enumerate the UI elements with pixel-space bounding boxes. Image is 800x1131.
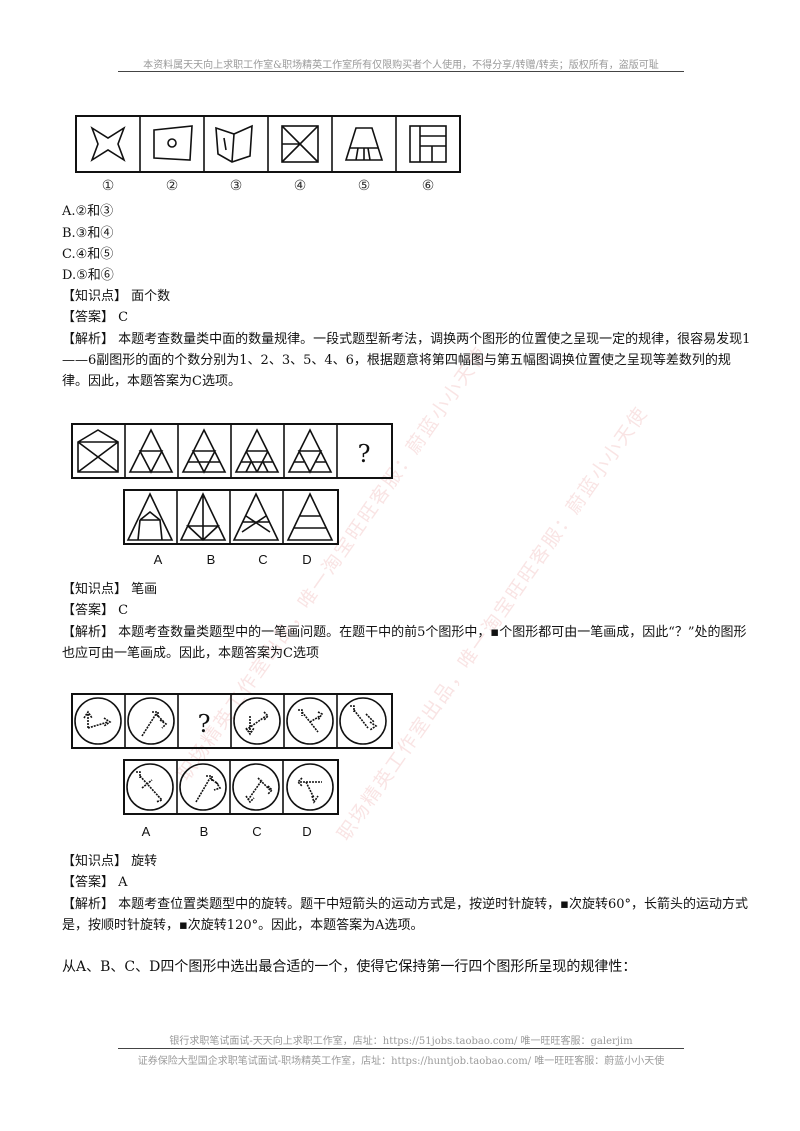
- q1-answer: 【答案】 C: [62, 310, 129, 325]
- q2-analysis: 【解析】 本题考查数量类题型中的一笔画问题。在题干中的前5个图形中，▪个图形都可…: [62, 625, 747, 661]
- choice-a-figure: [126, 492, 174, 541]
- figure-5-shape: [344, 127, 384, 161]
- figure-2-shape: [153, 125, 193, 161]
- stem-figure-1: [77, 429, 119, 473]
- stem-circle-2: [127, 697, 175, 745]
- figure-3-shape: [215, 124, 253, 163]
- choice-d-figure: [286, 492, 334, 541]
- figure-label: ⑥: [422, 178, 435, 194]
- figure-label: ④: [294, 178, 307, 194]
- footer-line-2: 证券保险大型国企求职笔试面试-职场精英工作室，店址：https://huntjo…: [137, 1056, 665, 1067]
- q1-option-a: A.②和③: [62, 204, 114, 219]
- q2-answer: 【答案】 C: [62, 603, 129, 618]
- q3-knowledge-point: 【知识点】 旋转: [62, 854, 158, 869]
- choice-a-circle: [126, 763, 174, 811]
- choice-b-circle: [179, 763, 227, 811]
- figure-1-shape: [90, 126, 126, 162]
- footer-divider: [118, 1048, 684, 1049]
- figure-label: ③: [230, 178, 243, 194]
- q2-figure: ? A B C D: [70, 422, 400, 572]
- choice-label: C: [252, 824, 261, 839]
- q1-option-d: D.⑤和⑥: [62, 268, 114, 283]
- page-header-notice: 本资料属天天向上求职工作室&职场精英工作室所有仅限购买者个人使用，不得分享/转赠…: [143, 60, 659, 71]
- q3-answer: 【答案】 A: [62, 875, 128, 890]
- question-mark: ?: [358, 440, 371, 468]
- q3-analysis: 【解析】 本题考查位置类题型中的旋转。题干中短箭头的运动方式是，按逆时针旋转，▪…: [62, 897, 748, 933]
- figure-label: ②: [166, 178, 179, 194]
- stem-circle-1: [74, 697, 122, 745]
- stem-circle-5: [286, 697, 334, 745]
- choice-label: A: [154, 552, 163, 567]
- choice-c-figure: [232, 492, 280, 541]
- stem-figure-2: [128, 428, 174, 474]
- q3-figure: ? A B C D: [70, 692, 400, 842]
- choice-c-circle: [232, 763, 280, 811]
- stem-figure-4: [234, 428, 280, 473]
- figure-label: ⑤: [358, 178, 371, 194]
- choice-label: D: [302, 824, 311, 839]
- q1-option-b: B.③和④: [62, 226, 114, 241]
- stem-circle-4: [233, 697, 281, 745]
- q1-knowledge-point: 【知识点】 面个数: [62, 289, 171, 304]
- q1-option-c: C.④和⑤: [62, 247, 114, 262]
- header-divider: [118, 71, 684, 72]
- stem-figure-5: [287, 428, 333, 474]
- q4-prompt: 从A、B、C、D四个图形中选出最合适的一个，使得它保持第一行四个图形所呈现的规律…: [62, 959, 637, 975]
- figure-label: ①: [102, 178, 115, 194]
- choice-d-circle: [286, 763, 334, 811]
- choice-label: C: [258, 552, 267, 567]
- footer-line-1: 银行求职笔试面试-天天向上求职工作室，店址：https://51jobs.tao…: [169, 1036, 633, 1047]
- q1-analysis: 【解析】 本题考查数量类中面的数量规律。一段式题型新考法，调换两个图形的位置使之…: [62, 332, 751, 389]
- choice-b-figure: [179, 492, 227, 542]
- stem-figure-3: [181, 428, 227, 474]
- stem-circle-6: [339, 697, 387, 745]
- choice-label: B: [207, 552, 216, 567]
- choice-label: D: [302, 552, 311, 567]
- choice-label: B: [200, 824, 209, 839]
- choice-label: A: [142, 824, 151, 839]
- figure-6-shape: [409, 125, 447, 163]
- question-mark: ?: [198, 710, 211, 738]
- q2-knowledge-point: 【知识点】 笔画: [62, 582, 158, 597]
- q1-figure: ① ② ③ ④ ⑤ ⑥: [74, 114, 464, 196]
